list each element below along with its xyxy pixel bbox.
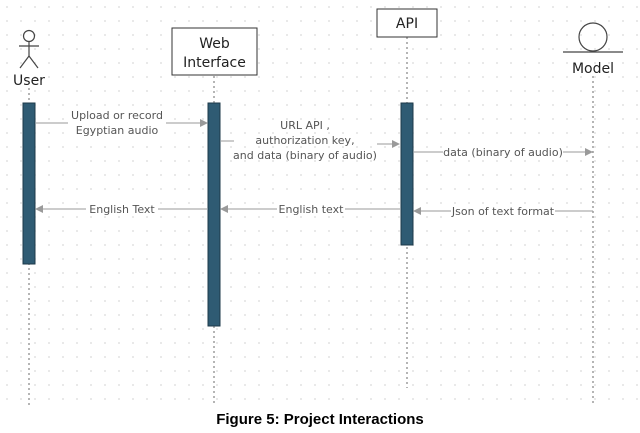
web-interface-label-line1: Web	[199, 36, 230, 52]
msg-upload-bg	[68, 108, 166, 138]
sequence-diagram: User Web Interface API Model Upload or r…	[13, 8, 623, 406]
diagram-canvas: User Web Interface API Model Upload or r…	[0, 0, 640, 410]
user-actor-icon	[19, 29, 39, 69]
web-interface-box	[171, 27, 258, 76]
msg-upload-line1: Upload or record	[71, 109, 163, 122]
user-activation-bar	[22, 102, 36, 265]
msg-english-text-user-bg	[86, 202, 158, 216]
msg-binary-audio-bg	[443, 145, 563, 159]
msg-api-request-line1: URL API ,	[280, 119, 330, 132]
model-entity-icon	[563, 22, 623, 53]
msg-english-text-bg	[277, 202, 345, 216]
msg-json-label: Json of text format	[451, 205, 555, 218]
figure-caption: Figure 5: Project Interactions	[216, 411, 424, 428]
msg-upload-line2: Egyptian audio	[76, 124, 159, 137]
web-interface-label-line2: Interface	[183, 55, 246, 71]
msg-json-bg	[451, 204, 555, 218]
user-label: User	[13, 73, 45, 89]
api-label: API	[396, 16, 418, 32]
msg-api-request-line3: and data (binary of audio)	[233, 149, 377, 162]
msg-english-text-user-label: English Text	[89, 203, 155, 216]
msg-binary-audio-label: data (binary of audio)	[443, 146, 563, 159]
msg-english-text-label: English text	[279, 203, 345, 216]
web-interface-activation-bar	[207, 102, 221, 327]
msg-api-request-line2: authorization key,	[255, 134, 354, 147]
api-activation-bar	[400, 102, 414, 246]
model-label: Model	[572, 61, 614, 77]
api-box	[376, 8, 438, 38]
